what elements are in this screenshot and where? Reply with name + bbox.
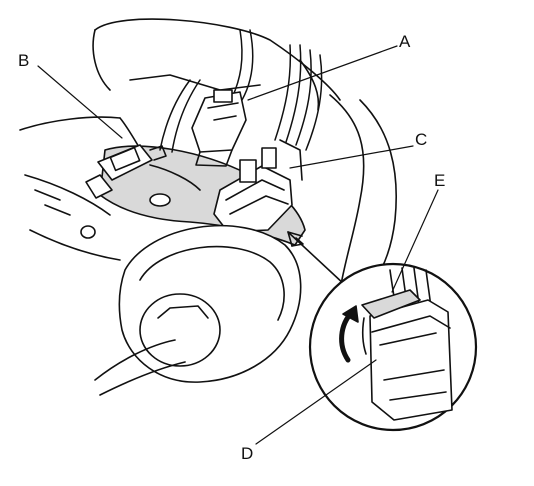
leader-c [289, 145, 414, 169]
steering-column [94, 224, 302, 396]
callout-label-d: D [241, 444, 254, 463]
leader-b [37, 65, 123, 139]
leader-d [255, 359, 377, 445]
connector-a [191, 89, 247, 167]
callout-label-c: C [415, 130, 428, 149]
connector-c [213, 139, 303, 233]
leader-lines [37, 45, 439, 445]
view-arrow [287, 231, 346, 286]
callout-label-e: E [434, 171, 446, 190]
leader-a [247, 45, 398, 101]
wire-harness [159, 29, 323, 153]
callout-label-a: A [399, 32, 411, 51]
leader-e [391, 189, 439, 293]
detail-inset [308, 262, 478, 432]
connector-b [85, 144, 167, 199]
callout-label-b: B [18, 51, 30, 70]
